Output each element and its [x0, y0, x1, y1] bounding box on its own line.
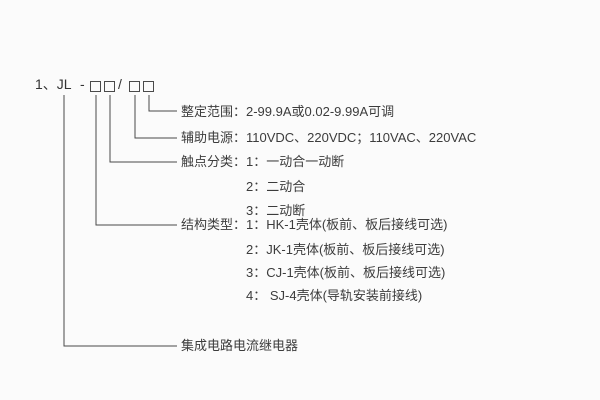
digit-box-structure-type: [90, 81, 101, 92]
line-aux-power: [134, 95, 177, 139]
branch-item-contact-class-2: 2：二动合: [246, 179, 306, 194]
digit-box-setting-range: [143, 81, 154, 92]
model-dash: -: [80, 76, 85, 92]
branch-label-product-name: 集成电路电流继电器: [181, 338, 299, 353]
branch-item-contact-class-3: 3：二动断: [246, 203, 306, 218]
line-setting-range: [148, 95, 177, 112]
branch-item-structure-type-4: 4： SJ-4壳体(导轨安装前接线): [246, 288, 423, 303]
branch-item-structure-type-2: 2：JK-1壳体(板前、板后接线可选): [246, 242, 445, 257]
digit-box-aux-power: [129, 81, 140, 92]
branch-label-contact-class: 触点分类：1：一动合一动断: [181, 154, 345, 169]
branch-label-aux-power: 辅助电源：110VDC、220VDC；110VAC、220VAC: [181, 130, 477, 145]
line-structure-type: [95, 95, 177, 226]
model-slash: /: [118, 76, 122, 92]
digit-box-contact-class: [104, 81, 115, 92]
model-prefix: 1、JL: [35, 76, 72, 92]
line-contact-class: [109, 95, 177, 163]
branch-item-structure-type-3: 3：CJ-1壳体(板前、板后接线可选): [246, 265, 446, 280]
branch-label-setting-range: 整定范围：2-99.9A或0.02-9.99A可调: [181, 104, 395, 119]
branch-label-structure-type: 结构类型：1：HK-1壳体(板前、板后接线可选): [181, 217, 448, 232]
line-product-name: [63, 95, 177, 347]
